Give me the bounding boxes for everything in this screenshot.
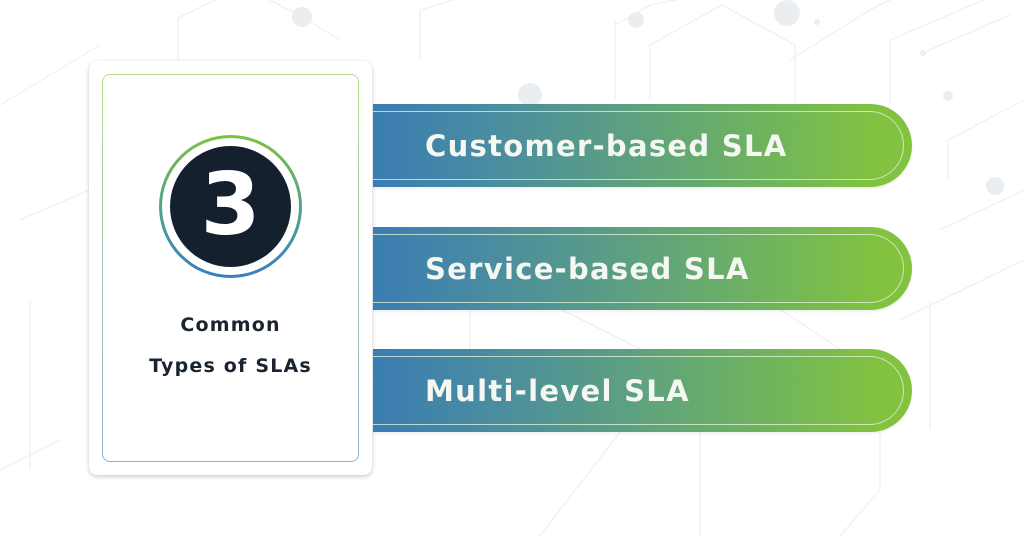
number-badge: 3 (159, 135, 302, 278)
card-title-line-2: Types of SLAs (149, 355, 312, 377)
count-number: 3 (200, 154, 261, 255)
card-title: Common Types of SLAs (89, 305, 372, 387)
sla-type-bar-multilevel: Multi-level SLA (373, 349, 912, 432)
sla-type-bar-customer: Customer-based SLA (373, 104, 912, 187)
bar-inner-outline (373, 111, 904, 180)
sla-type-label: Customer-based SLA (425, 128, 788, 163)
card-title-line-1: Common (180, 314, 281, 336)
number-badge-circle: 3 (170, 146, 291, 267)
bar-inner-outline (373, 356, 904, 425)
bar-inner-outline (373, 234, 904, 303)
sla-type-bar-service: Service-based SLA (373, 227, 912, 310)
sla-type-label: Service-based SLA (425, 251, 750, 286)
sla-type-label: Multi-level SLA (425, 373, 690, 408)
